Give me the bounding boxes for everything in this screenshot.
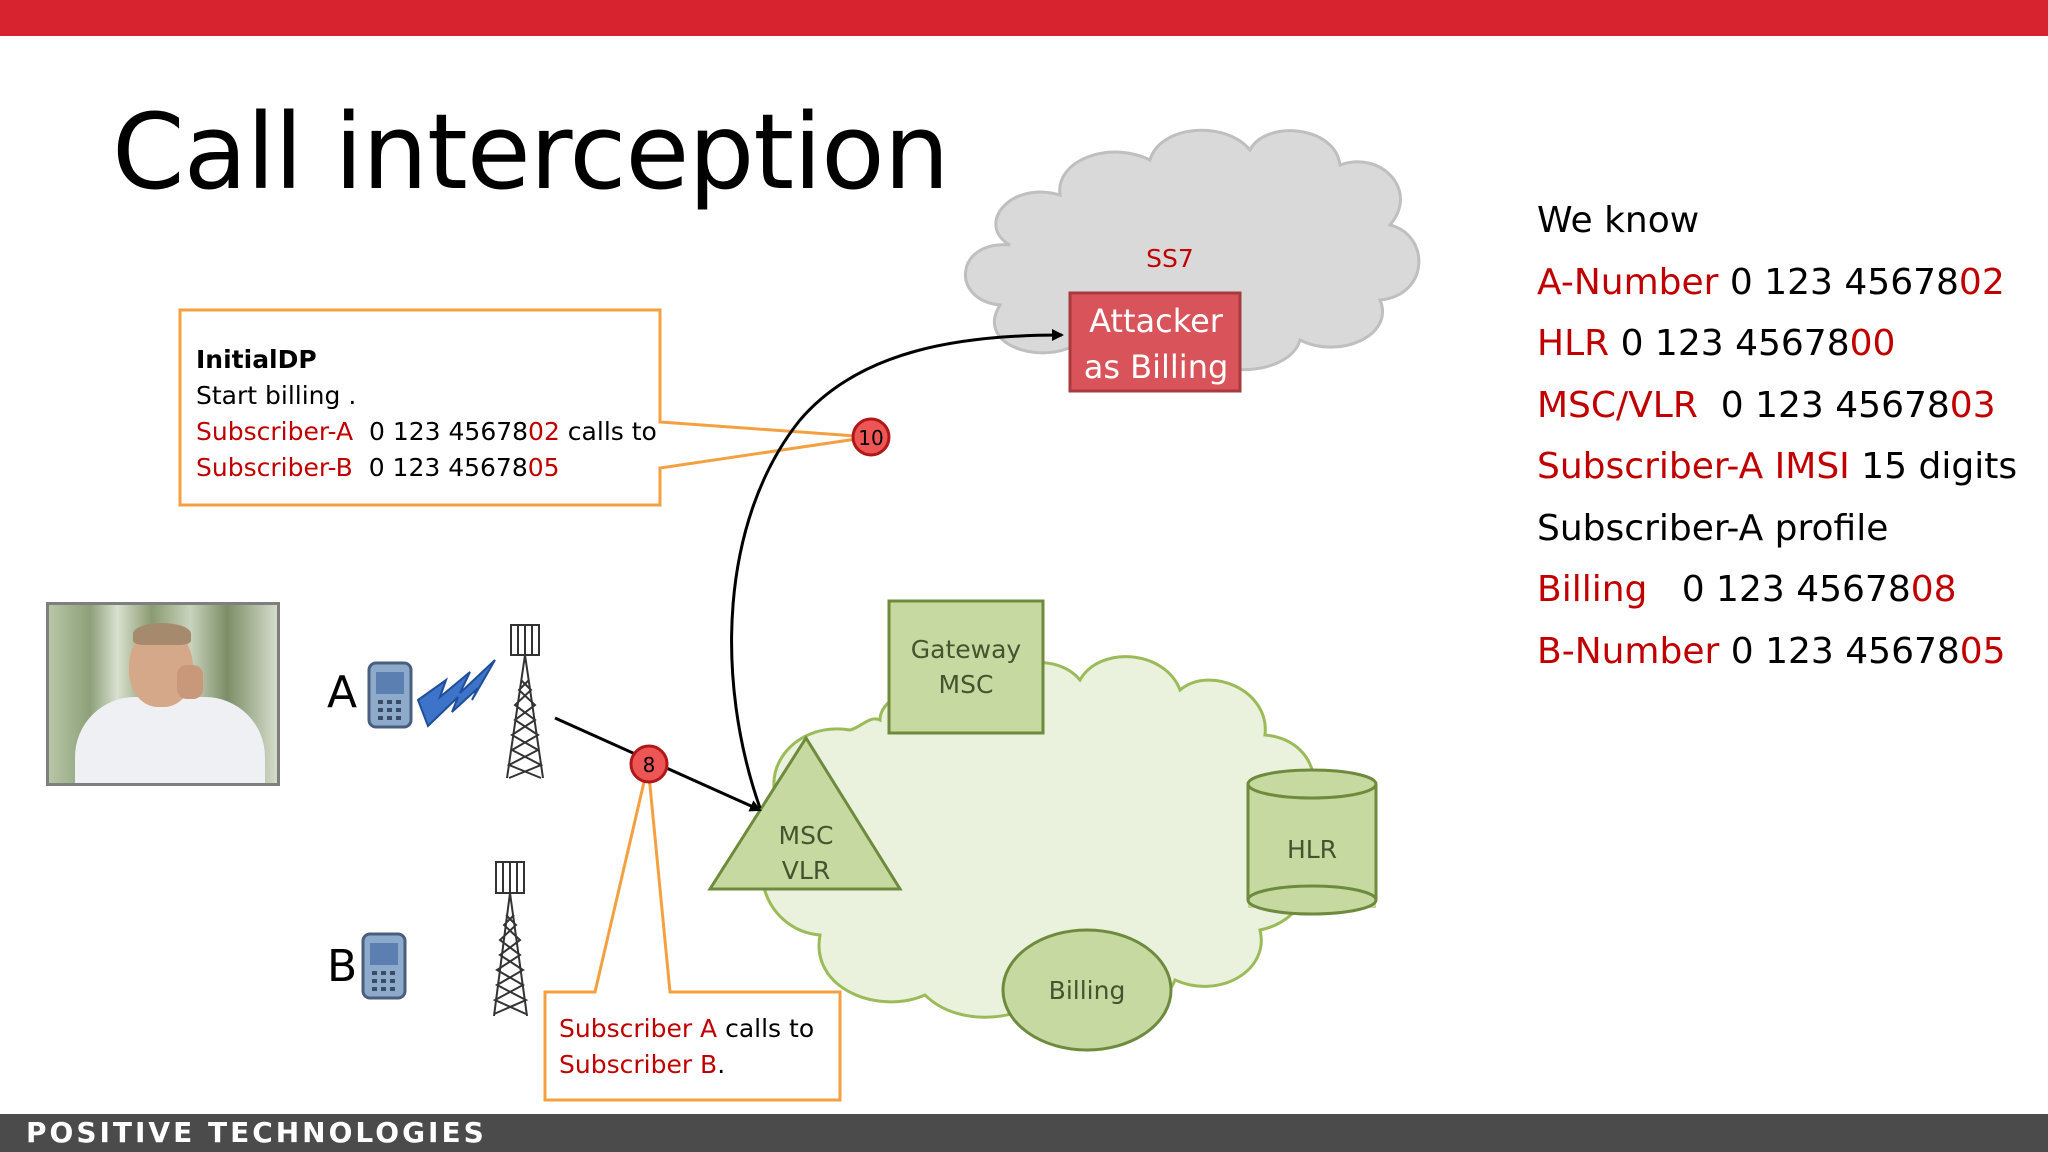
- initialdp-sub-a-suffix: 02: [528, 417, 560, 446]
- we-know-suffix: 02: [1958, 261, 2005, 303]
- msc-line2: VLR: [781, 856, 831, 885]
- footer-bar: POSITIVE TECHNOLOGIES: [0, 1114, 2048, 1152]
- msc-vlr-label: MSC VLR: [746, 818, 866, 888]
- we-know-item-billing: Billing 0 123 4567808: [1537, 559, 2017, 621]
- subscriber-b-letter: B: [327, 941, 358, 992]
- ss7-label: SS7: [1146, 244, 1194, 273]
- initialdp-calls-to: calls to: [559, 417, 657, 446]
- we-know-label: HLR: [1537, 323, 1610, 364]
- initialdp-sub-b-suffix: 05: [527, 453, 560, 482]
- call-callout-text: Subscriber A calls to Subscriber B.: [559, 1011, 814, 1083]
- gateway-line2: MSC: [938, 670, 994, 699]
- we-know-value: 0 123 45678: [1609, 323, 1850, 364]
- attacker-label: Attacker as Billing: [1072, 298, 1240, 390]
- radio-signal-icon: [416, 659, 496, 728]
- we-know-item-b-number: B-Number 0 123 4567805: [1537, 621, 2017, 683]
- mobile-phone-icon: [361, 932, 407, 1000]
- we-know-value: 0 123 45678: [1719, 630, 1960, 672]
- call-callout-calls-to: calls to: [717, 1014, 815, 1043]
- we-know-value: 0 123 45678: [1718, 261, 1959, 303]
- top-accent-bar: [0, 0, 2048, 36]
- call-callout-box: [543, 764, 842, 1102]
- we-know-label: Billing: [1537, 569, 1648, 610]
- person-on-phone-photo: [46, 602, 280, 786]
- we-know-label: A-Number: [1537, 261, 1719, 303]
- we-know-suffix: 08: [1910, 569, 1957, 610]
- initialdp-line1: Start billing .: [196, 381, 357, 410]
- cell-tower-icon: [506, 624, 544, 779]
- initialdp-sub-b-label: Subscriber-B: [196, 453, 353, 482]
- we-know-item-imsi: Subscriber-A IMSI 15 digits: [1537, 436, 2017, 498]
- billing-label: Billing: [1048, 976, 1126, 1005]
- step-8-number: 8: [642, 753, 656, 777]
- gateway-line1: Gateway: [910, 635, 1022, 664]
- we-know-item-profile: Subscriber-A profile: [1537, 507, 1889, 549]
- initialdp-arrow: [730, 329, 1064, 809]
- initialdp-sub-a-prefix: 0 123 45678: [369, 417, 529, 446]
- slide-title: Call interception: [112, 91, 950, 213]
- subscriber-a-letter: A: [327, 667, 358, 718]
- we-know-label: MSC/VLR: [1537, 384, 1698, 426]
- we-know-item-msc-vlr: MSC/VLR 0 123 4567803: [1537, 375, 2017, 437]
- msc-line1: MSC: [778, 821, 834, 850]
- msc-vlr-triangle: [707, 735, 903, 891]
- we-know-suffix: 03: [1949, 384, 1996, 426]
- call-callout-line2: Subscriber B.: [559, 1047, 814, 1083]
- step-10-number: 10: [858, 426, 884, 450]
- brand-logo-text: POSITIVE TECHNOLOGIES: [26, 1116, 487, 1149]
- we-know-suffix: 00: [1849, 323, 1896, 364]
- call-callout-period: .: [717, 1050, 726, 1079]
- gateway-msc-box: [887, 599, 1045, 735]
- we-know-value: 0 123 45678: [1647, 569, 1911, 610]
- step-8-badge: [629, 744, 669, 784]
- we-know-label: B-Number: [1537, 630, 1720, 672]
- step-10-badge: [851, 417, 891, 457]
- we-know-item-a-number: A-Number 0 123 4567802: [1537, 252, 2017, 314]
- initialdp-heading: InitialDP: [196, 345, 317, 374]
- initialdp-sub-a-label: Subscriber-A: [196, 417, 354, 446]
- we-know-list: We know A-Number 0 123 4567802 HLR 0 123…: [1537, 190, 2017, 682]
- we-know-item-hlr: HLR 0 123 4567800: [1537, 313, 2017, 375]
- cell-tower-icon: [492, 861, 529, 1017]
- hlr-label: HLR: [1286, 835, 1338, 864]
- attacker-line2: as Billing: [1083, 348, 1229, 386]
- initialdp-line-a: Subscriber-A 0 123 4567802 calls to: [196, 414, 657, 450]
- we-know-value: 0 123 45678: [1697, 384, 1950, 426]
- call-callout-sub-a: Subscriber A: [559, 1014, 718, 1043]
- initialdp-sub-b-prefix: 0 123 45678: [368, 453, 528, 482]
- initialdp-line-b: Subscriber-B 0 123 4567805: [196, 450, 657, 486]
- hlr-cylinder: [1246, 768, 1378, 916]
- call-callout-line1: Subscriber A calls to: [559, 1011, 814, 1047]
- initialdp-callout-text: InitialDP Start billing . Subscriber-A 0…: [196, 342, 657, 486]
- attacker-box: [1068, 291, 1242, 393]
- we-know-heading: We know: [1537, 200, 1700, 241]
- gateway-msc-label: Gateway MSC: [889, 632, 1043, 702]
- we-know-suffix: 05: [1959, 630, 2006, 672]
- we-know-value: 15 digits: [1849, 446, 2018, 487]
- we-know-label: Subscriber-A IMSI: [1537, 446, 1850, 487]
- initialdp-callout-box: [178, 308, 871, 507]
- attacker-line1: Attacker: [1089, 302, 1223, 340]
- billing-ellipse: [1001, 928, 1173, 1052]
- call-callout-sub-b: Subscriber B: [559, 1050, 718, 1079]
- mobile-phone-icon: [367, 661, 413, 729]
